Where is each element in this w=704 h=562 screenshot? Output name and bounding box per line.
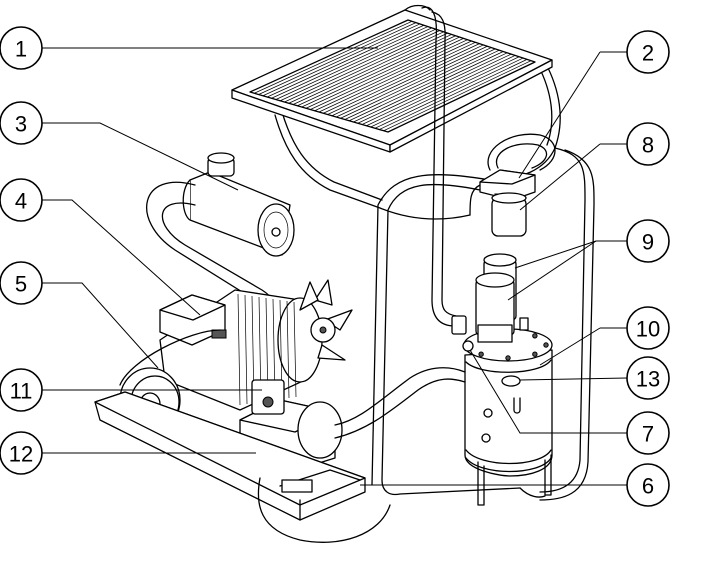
flange-bolt xyxy=(543,342,549,348)
radiator-fin xyxy=(305,36,460,109)
motor-fin xyxy=(237,293,241,406)
callout-10: 10 xyxy=(626,306,670,350)
oil-separator-vessel xyxy=(463,328,553,506)
radiator-fin xyxy=(297,34,452,107)
callout-9: 9 xyxy=(626,219,670,263)
callout-3: 3 xyxy=(0,101,43,145)
minimum-pressure-valve xyxy=(451,315,474,352)
callout-3-label: 3 xyxy=(15,112,27,137)
radiator-fin xyxy=(301,35,456,108)
radiator-fin xyxy=(314,39,468,112)
radiator-fin xyxy=(361,53,512,125)
radiator-fin xyxy=(310,38,464,110)
radiator-cooler xyxy=(231,4,561,220)
motor-fin xyxy=(293,301,297,398)
radiator-fin xyxy=(254,20,413,94)
callout-1: 1 xyxy=(0,26,43,70)
callout-10-label: 10 xyxy=(636,317,660,342)
radiator-fin xyxy=(349,49,500,122)
callout-13-label: 13 xyxy=(636,367,660,392)
radiator-fin xyxy=(383,60,532,132)
callout-11: 11 xyxy=(0,368,43,412)
radiator-fin xyxy=(344,48,496,120)
separator-filters xyxy=(475,253,529,343)
radiator-fin xyxy=(292,32,448,105)
radiator-fin xyxy=(327,43,480,115)
callout-12: 12 xyxy=(0,431,43,475)
radiator-fin xyxy=(374,57,524,129)
radiator-fin xyxy=(262,23,421,97)
radiator-fin xyxy=(288,31,444,104)
callout-7: 7 xyxy=(626,411,670,455)
callout-8-label: 8 xyxy=(642,133,654,158)
radiator-fin xyxy=(267,24,425,98)
radiator-fin xyxy=(357,52,508,124)
callout-5: 5 xyxy=(0,261,43,305)
radiator-fin xyxy=(284,30,440,103)
radiator-fin xyxy=(366,55,516,127)
radiator-fin xyxy=(353,51,504,123)
intake-valve-block xyxy=(479,133,556,237)
radiator-fin xyxy=(275,27,432,100)
callout-6-label: 6 xyxy=(642,474,654,499)
callout-6: 6 xyxy=(626,463,670,507)
radiator-fin xyxy=(280,28,436,102)
callout-12-label: 12 xyxy=(9,442,33,467)
callout-7-label: 7 xyxy=(642,422,654,447)
radiator-fin xyxy=(340,47,492,119)
cooling-fan xyxy=(299,279,353,361)
radiator-fin xyxy=(271,26,428,99)
callout-9-label: 9 xyxy=(642,230,654,255)
discharge-hose xyxy=(334,367,466,439)
callout-4: 4 xyxy=(0,178,43,222)
discharge-pipe xyxy=(421,6,457,327)
radiator-fin xyxy=(323,41,476,114)
radiator-fin xyxy=(258,22,417,95)
callout-2-label: 2 xyxy=(642,41,654,66)
radiator-fin xyxy=(379,59,528,130)
radiator-fin xyxy=(331,44,484,117)
flange-bolt xyxy=(532,333,538,339)
motor-fin xyxy=(286,300,290,399)
motor-fin xyxy=(244,294,248,405)
callout-5-label: 5 xyxy=(15,272,27,297)
radiator-fin xyxy=(336,45,488,118)
callout-1-label: 1 xyxy=(15,37,27,62)
flange-bolt xyxy=(532,351,538,357)
callout-8: 8 xyxy=(626,122,670,166)
callout-4-label: 4 xyxy=(15,189,27,214)
flange-bolt xyxy=(505,355,511,361)
callout-13: 13 xyxy=(626,356,670,400)
callout-11-label: 11 xyxy=(10,379,33,404)
flange-bolt xyxy=(478,351,484,357)
callout-2: 2 xyxy=(626,30,670,74)
base-frame xyxy=(94,391,391,543)
leader-lines xyxy=(42,47,628,486)
radiator-fin xyxy=(318,40,472,113)
